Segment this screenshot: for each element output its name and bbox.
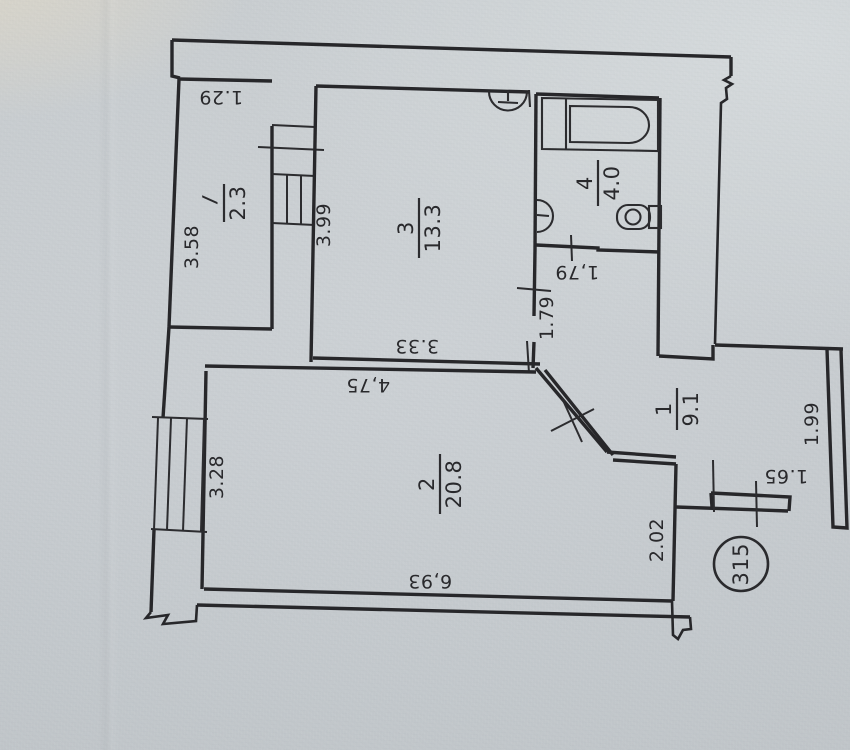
entrance-wall-upper (710, 491, 792, 512)
dim-living-top: 4,75 (346, 374, 390, 396)
bottom-right-break (670, 600, 693, 641)
dim-hall-right: 1.99 (801, 402, 823, 446)
bathroom-bottom (535, 243, 661, 254)
living-bottom-inner (203, 587, 673, 603)
living-room-walls (142, 326, 693, 641)
kitchen-bottom (312, 356, 541, 366)
room-label-bathroom: 4 4.0 (573, 160, 624, 206)
wall-top (171, 38, 732, 59)
entrance-wall-lower (675, 505, 789, 513)
dim-loggia-length: 3.58 (181, 225, 203, 269)
kitchen-hall-tick (516, 287, 552, 292)
room-labels: I 2.3 3 13.3 4 4.0 1 9.1 2 (199, 160, 703, 514)
room-label-kitchen: 3 13.3 (394, 198, 445, 258)
living-left (200, 370, 208, 590)
entrance-tick-main (755, 480, 758, 528)
dim-hall-wall: 1.79 (536, 296, 558, 340)
dimension-labels: 1.29 3.58 3.99 3.33 4,75 1,79 1.79 1.99 … (181, 86, 823, 592)
dim-bathroom-width: 1,79 (555, 261, 599, 283)
dim-entry-width: 1.65 (764, 465, 808, 487)
dim-living-bottom: 6,93 (408, 570, 452, 592)
bathroom-number: 4 (573, 176, 597, 190)
wall-hall-top-right (714, 343, 844, 351)
balcony-door-sill (271, 124, 316, 128)
bathtub-icon (540, 96, 660, 153)
loggia-area: 2.3 (226, 186, 250, 221)
apartment-number-badge: 315 (712, 535, 770, 593)
dim-kitchen-length: 3.99 (313, 203, 335, 247)
kitchen-hall-wall-upper (532, 249, 537, 317)
bathroom-walls (533, 92, 663, 357)
hallway-area: 9.1 (679, 392, 703, 427)
diagonal-wall-outer (534, 366, 609, 454)
hall-living-wall-lower (612, 458, 677, 466)
wall-right-double (825, 348, 849, 530)
living-bottom-outer (196, 603, 691, 619)
living-number: 2 (415, 477, 439, 491)
bottom-left-break (142, 604, 199, 626)
wall-left-upper-jog (170, 40, 181, 80)
kitchen-area: 13.3 (421, 204, 445, 253)
wall-right-break (713, 74, 735, 345)
hallway-number: 1 (652, 402, 676, 416)
loggia-top (178, 77, 273, 83)
loggia-bottom (168, 325, 273, 331)
apartment-number: 315 (729, 542, 753, 585)
hallway-walls (534, 366, 792, 528)
kitchen-walls (309, 84, 552, 374)
loggia-left (167, 78, 181, 328)
kitchen-hall-wall-lower (531, 341, 536, 369)
entrance-tick-left (712, 459, 715, 513)
kitchen-vent-icon (487, 89, 532, 112)
diagonal-wall-inner (543, 368, 615, 457)
dim-loggia-width: 1.29 (199, 86, 243, 108)
entrance-wall-end (709, 492, 714, 508)
bathroom-area: 4.0 (600, 166, 624, 201)
bathroom-left (533, 93, 538, 251)
room-label-living: 2 20.8 (415, 454, 466, 514)
kitchen-bottom-tick (526, 340, 530, 374)
door-cross-stroke-2 (561, 397, 583, 443)
living-area: 20.8 (442, 460, 466, 509)
sink-icon (536, 198, 555, 234)
dim-living-right: 2.02 (646, 518, 668, 562)
balcony-dim-tick (257, 146, 325, 151)
wall-hall-top-step (658, 345, 715, 361)
kitchen-left (309, 85, 318, 363)
left-wall-below-window (149, 529, 156, 613)
living-top (204, 364, 537, 374)
dim-kitchen-width: 3.33 (395, 335, 439, 357)
living-window (150, 416, 209, 533)
hall-living-wall-upper (606, 450, 677, 459)
balcony-window-top (271, 173, 316, 177)
living-right (671, 463, 678, 602)
loggia-walls (167, 77, 325, 331)
kitchen-top (315, 84, 531, 94)
room-label-hallway: 1 9.1 (652, 388, 703, 430)
left-wall-above-window (161, 326, 171, 419)
dim-living-left: 3.28 (206, 455, 228, 499)
outer-walls (170, 38, 849, 530)
bathroom-top (535, 92, 660, 100)
balcony-window-bottom (271, 222, 316, 226)
toilet-icon (615, 203, 663, 231)
bathroom-dim-tick (570, 234, 573, 262)
kitchen-number: 3 (394, 221, 418, 235)
